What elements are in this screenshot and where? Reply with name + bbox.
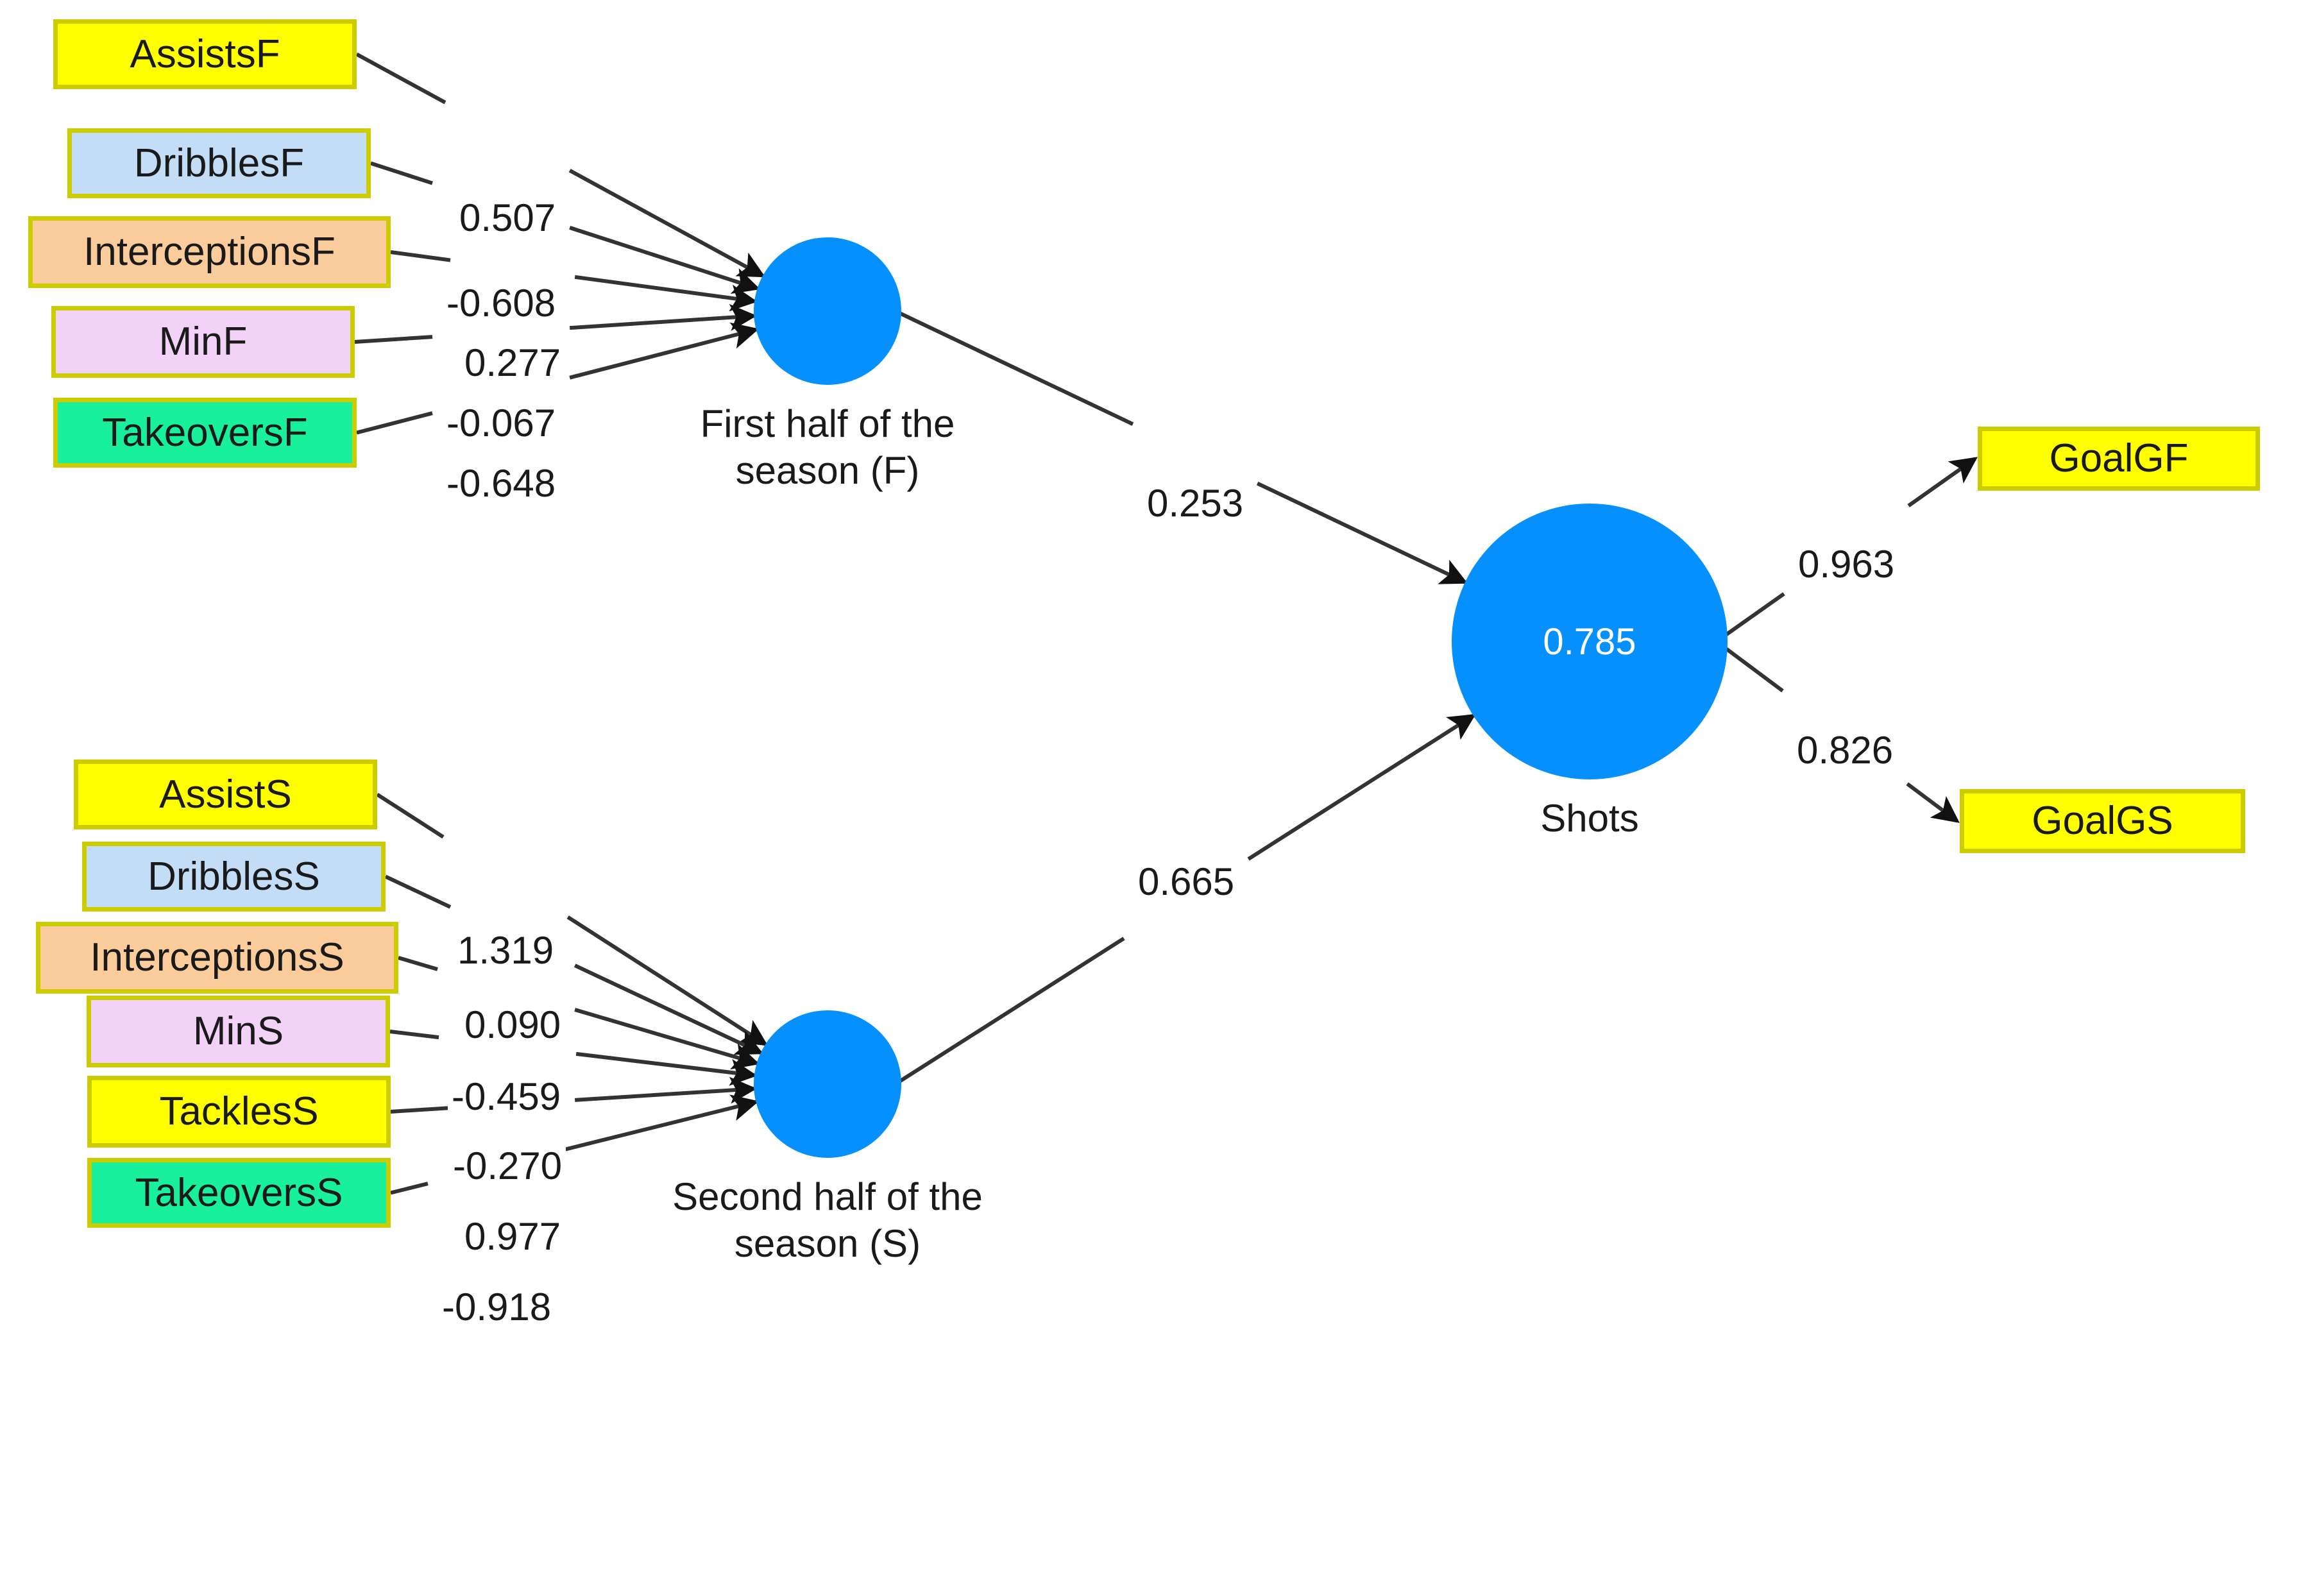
edge-takeoverss-s bbox=[565, 1094, 760, 1151]
coefficient-label-interceptionsf-f: 0.277 bbox=[461, 344, 565, 382]
edge-assistsf-f bbox=[355, 52, 446, 105]
indicator-label: InterceptionsF bbox=[83, 230, 335, 274]
edge-mins-s bbox=[575, 1051, 758, 1086]
indicator-label: DribblesF bbox=[133, 140, 305, 185]
edge-s-shots bbox=[894, 937, 1125, 1086]
edge-dribblesf-f bbox=[370, 161, 433, 185]
indicator-box-goalgs[interactable]: GoalGS bbox=[1960, 789, 2245, 853]
indicator-box-dribblesf[interactable]: DribblesF bbox=[67, 128, 371, 198]
coefficient-label-takeoversf-f: -0.648 bbox=[443, 464, 560, 503]
indicator-box-goalgf[interactable]: GoalGF bbox=[1978, 427, 2260, 491]
coefficient-label-assistsf-f: 0.507 bbox=[455, 199, 560, 237]
edge-f-shots bbox=[1256, 481, 1468, 584]
latent-node-shots[interactable]: 0.785 bbox=[1452, 504, 1728, 779]
coefficient-label-shots-goalgs: 0.826 bbox=[1793, 731, 1898, 770]
indicator-box-takeoversf[interactable]: TakeoversF bbox=[53, 398, 357, 468]
coefficient-label-assists-s: 1.319 bbox=[454, 931, 558, 970]
edge-tackless-s bbox=[574, 1076, 758, 1104]
indicator-label: AssistS bbox=[159, 772, 292, 817]
coefficient-label-shots-goalgf: 0.963 bbox=[1794, 545, 1899, 584]
edge-dribbless-s bbox=[573, 964, 764, 1055]
edge-interceptionss-s bbox=[574, 1008, 760, 1070]
indicator-label: MinS bbox=[192, 1009, 284, 1053]
latent-caption-shots: Shots bbox=[1540, 797, 1639, 840]
coefficient-label-f-shots: 0.253 bbox=[1143, 484, 1248, 523]
edge-takeoverss-s bbox=[390, 1182, 429, 1195]
indicator-box-takeoverss[interactable]: TakeoversS bbox=[87, 1158, 391, 1228]
indicator-label: TacklesS bbox=[159, 1089, 319, 1133]
edge-mins-s bbox=[389, 1030, 439, 1040]
edge-assists-s bbox=[566, 915, 769, 1046]
coefficient-label-interceptionss-s: -0.459 bbox=[448, 1078, 565, 1116]
latent-node-f[interactable] bbox=[754, 237, 901, 385]
coefficient-label-tackless-s: 0.977 bbox=[461, 1218, 565, 1256]
indicator-label: InterceptionsS bbox=[90, 935, 344, 980]
edge-takeoversf-f bbox=[356, 411, 433, 435]
indicator-label: MinF bbox=[158, 319, 248, 364]
edge-interceptionsf-f bbox=[574, 275, 758, 312]
edge-minf-f bbox=[354, 335, 433, 344]
indicator-label: DribblesS bbox=[148, 854, 320, 899]
edge-shots-goalgf bbox=[1907, 457, 1978, 507]
edge-takeoversf-f bbox=[569, 322, 760, 380]
edge-assistsf-f bbox=[568, 169, 766, 278]
latent-inside-value: 0.785 bbox=[1543, 620, 1636, 663]
indicator-box-interceptionss[interactable]: InterceptionsS bbox=[36, 922, 398, 994]
indicator-box-assists[interactable]: AssistS bbox=[74, 760, 377, 829]
coefficient-label-minf-f: -0.067 bbox=[443, 404, 560, 443]
indicator-box-minf[interactable]: MinF bbox=[51, 306, 355, 378]
indicator-label: AssistsF bbox=[130, 31, 280, 76]
edge-tackless-s bbox=[390, 1106, 451, 1114]
latent-node-s[interactable] bbox=[754, 1010, 901, 1158]
coefficient-label-takeoverss-s: -0.918 bbox=[438, 1288, 556, 1327]
edge-minf-f bbox=[569, 303, 758, 331]
edge-dribbless-s bbox=[384, 874, 452, 909]
indicator-label: TakeoversF bbox=[102, 410, 308, 455]
coefficient-label-dribbless-s: 0.090 bbox=[461, 1006, 565, 1044]
coefficient-label-dribblesf-f: -0.608 bbox=[443, 284, 560, 323]
edge-shots-goalgs bbox=[1906, 782, 1960, 823]
edge-assists-s bbox=[376, 792, 445, 839]
coefficient-label-s-shots: 0.665 bbox=[1134, 863, 1239, 901]
indicator-label: TakeoversS bbox=[135, 1170, 343, 1215]
indicator-box-tackless[interactable]: TacklesS bbox=[87, 1076, 391, 1148]
indicator-label: GoalGS bbox=[2032, 799, 2173, 843]
edge-interceptionss-s bbox=[398, 956, 438, 971]
coefficient-label-mins-s: -0.270 bbox=[449, 1147, 566, 1185]
latent-caption-f: First half of the season (F) bbox=[700, 402, 955, 493]
indicator-box-assistsf[interactable]: AssistsF bbox=[53, 19, 357, 89]
indicator-box-mins[interactable]: MinS bbox=[87, 996, 390, 1067]
latent-caption-s: Second half of the season (S) bbox=[672, 1175, 983, 1266]
indicator-label: GoalGF bbox=[2049, 436, 2189, 480]
indicator-box-interceptionsf[interactable]: InterceptionsF bbox=[28, 216, 391, 288]
edge-interceptionsf-f bbox=[390, 250, 451, 262]
edge-dribblesf-f bbox=[569, 226, 761, 294]
indicator-box-dribbless[interactable]: DribblesS bbox=[82, 842, 386, 912]
